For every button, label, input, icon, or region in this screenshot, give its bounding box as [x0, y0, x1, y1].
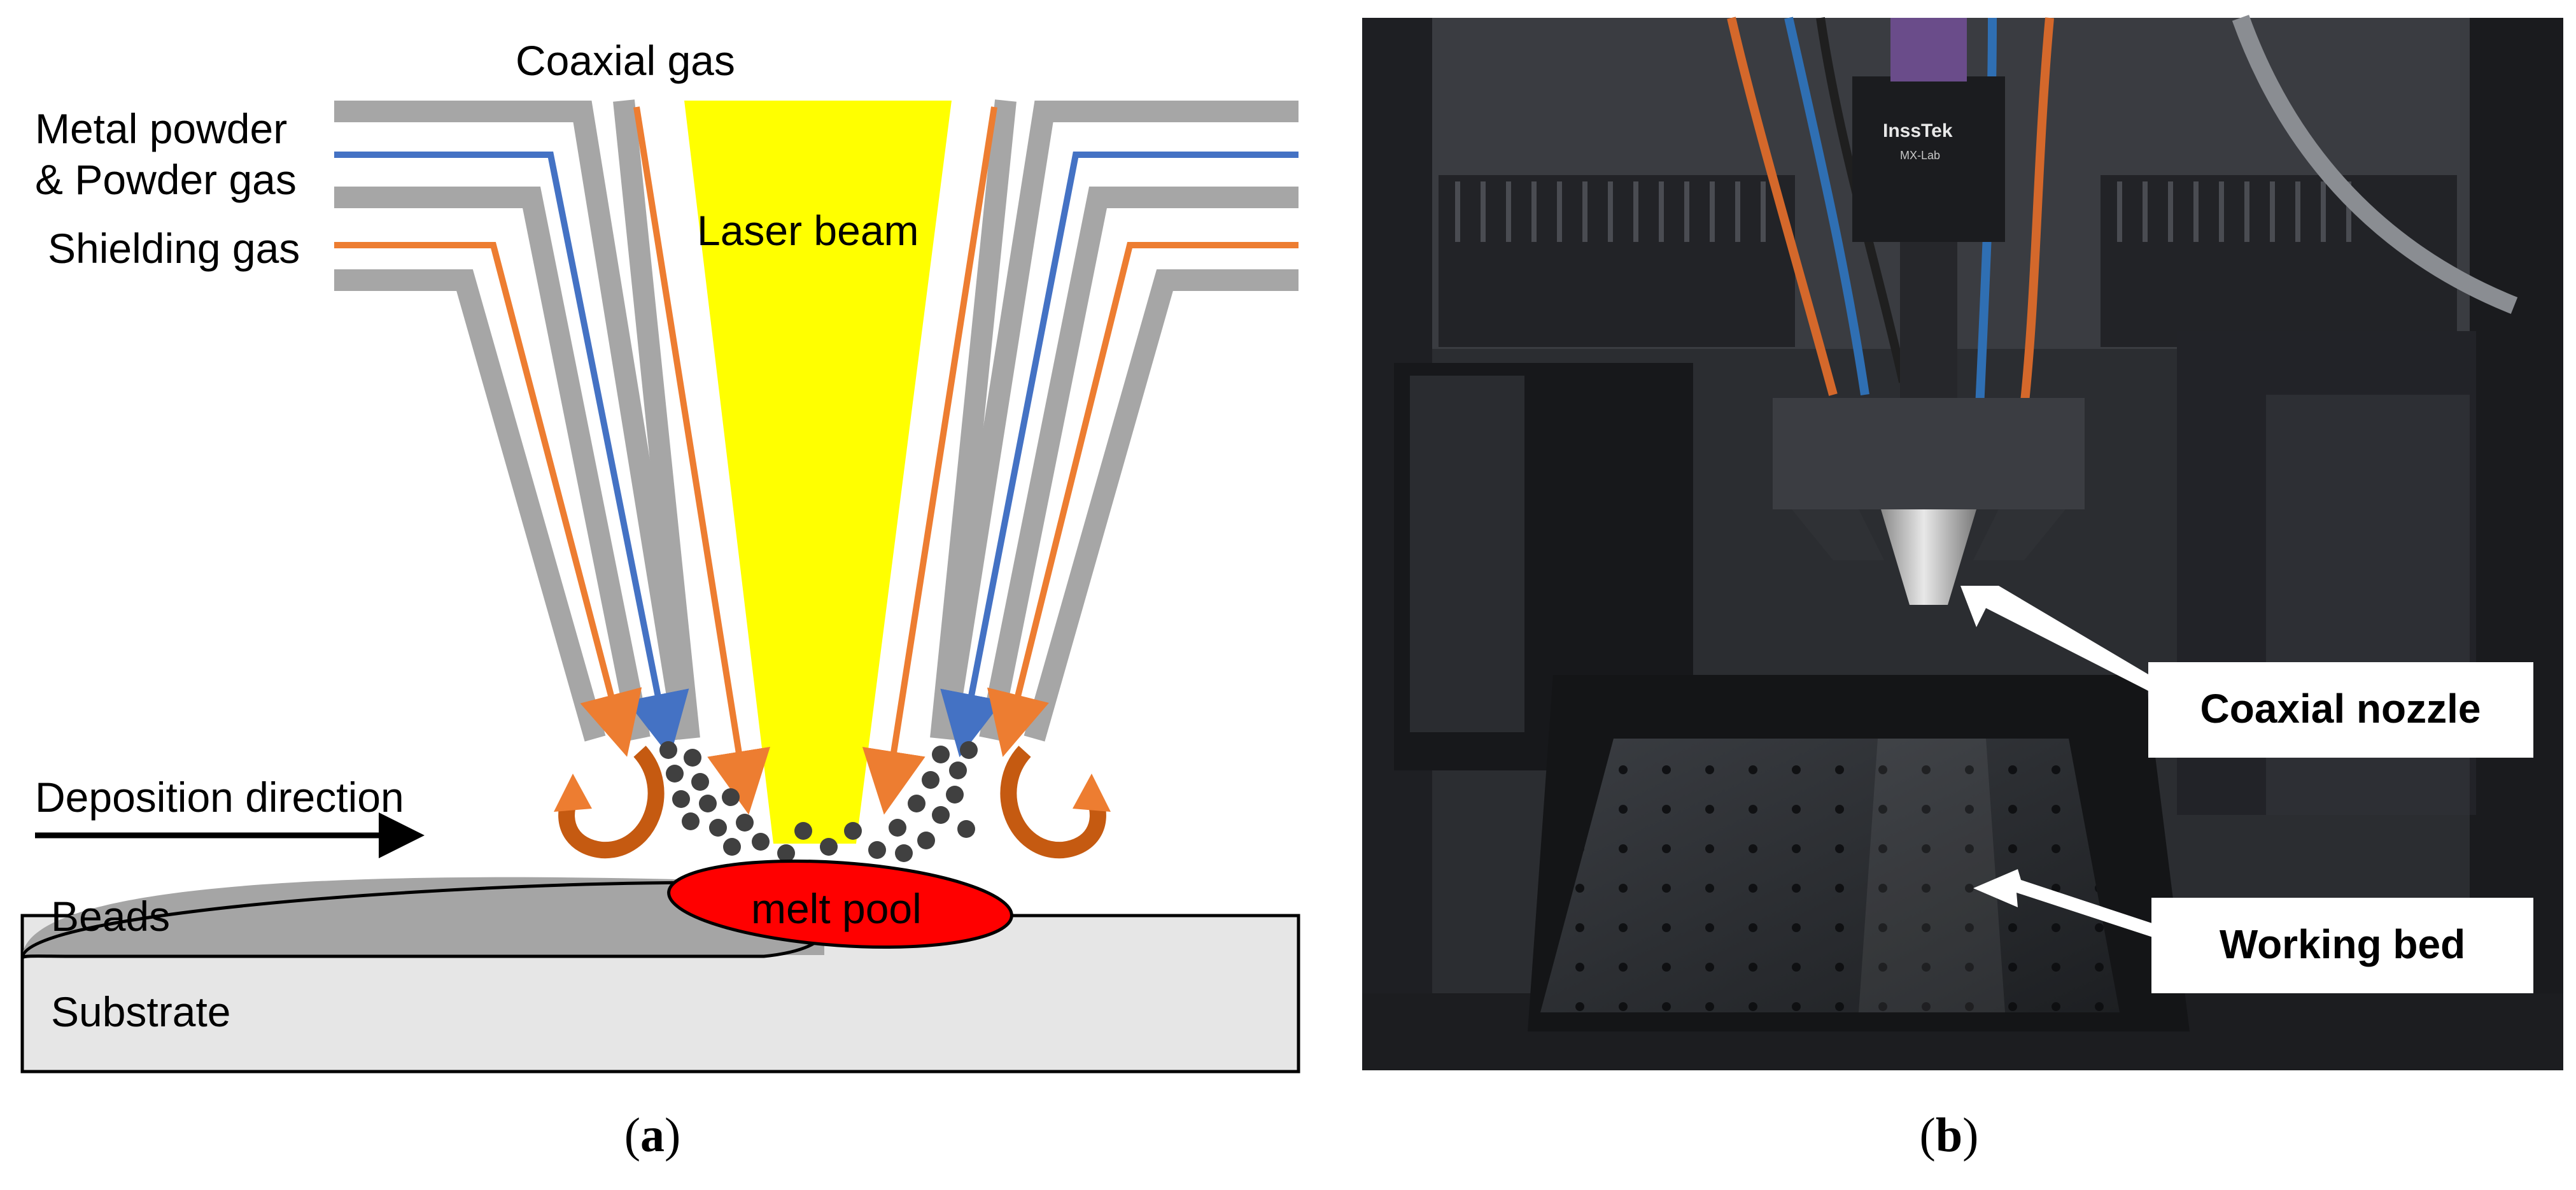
bed-callout-label: Working bed — [2220, 921, 2465, 967]
left-powder-line — [334, 152, 689, 758]
label-powder-gas: & Powder gas — [35, 156, 297, 203]
label-beads: Beads — [51, 893, 170, 940]
caption-a-open-paren: ( — [624, 1109, 640, 1162]
caption-b-open-paren: ( — [1919, 1109, 1936, 1162]
caption-a-letter: a — [640, 1109, 665, 1162]
nozzle-mount — [1773, 398, 2085, 509]
right-swirl-arrowhead — [1073, 774, 1111, 812]
nozzle-callout-arrow — [1960, 586, 2155, 691]
label-coaxial-gas: Coaxial gas — [516, 37, 735, 84]
right-powder-line — [940, 152, 1299, 758]
left-swirl-arrowhead — [554, 774, 592, 812]
right-coaxial-line — [862, 106, 997, 815]
nozzle-mount-right-arm — [1973, 509, 2066, 560]
caption-a: (a) — [624, 1108, 681, 1163]
left-heatsink-fins — [1455, 181, 1766, 242]
left-coaxial-line — [633, 106, 770, 815]
caption-b-close-paren: ) — [1962, 1109, 1979, 1162]
bed-callout-box — [2151, 898, 2533, 993]
panel-b-photo: InssTek MX-Lab Coaxial nozzle Working be… — [1362, 15, 2563, 1070]
chamber-frame-right — [2470, 18, 2563, 1070]
label-deposition-direction: Deposition direction — [35, 774, 404, 821]
caption-b-letter: b — [1935, 1109, 1963, 1162]
caption-b: (b) — [1920, 1108, 1979, 1163]
head-top-purple — [1890, 18, 1967, 81]
nozzle-mount-left-arm — [1792, 509, 1884, 560]
working-bed-holes — [1540, 739, 2120, 1012]
left-shielding-line — [334, 242, 642, 757]
panel-a-schematic: Coaxial gas Metal powder & Powder gas Sh… — [20, 37, 1300, 1073]
label-substrate: Substrate — [51, 988, 231, 1035]
label-laser-beam: Laser beam — [697, 207, 919, 254]
nozzle-callout-box — [2148, 662, 2533, 758]
brand-text: InssTek — [1883, 120, 1953, 141]
label-shielding-gas: Shielding gas — [48, 225, 300, 272]
label-metal-powder: Metal powder — [35, 105, 287, 152]
left-carriage-plate — [1410, 376, 1524, 732]
bed-callout-arrow — [1973, 869, 2158, 937]
nozzle-callout-label: Coaxial nozzle — [2200, 686, 2481, 732]
head-column — [1900, 242, 1957, 401]
laser-beam-cone — [684, 101, 952, 844]
right-heatsink — [2101, 175, 2457, 347]
tubes — [1727, 15, 2518, 408]
bed-reflection — [1859, 739, 2005, 1012]
head-top-block — [1852, 76, 2005, 242]
left-swirl-arrow — [558, 746, 665, 859]
right-shielding-line — [987, 242, 1299, 757]
left-heatsink — [1439, 175, 1795, 347]
right-heatsink-fins — [2117, 181, 2351, 242]
coaxial-nozzle-cone — [1881, 509, 1976, 605]
powder-particles — [659, 741, 978, 862]
left-nozzle-walls — [334, 99, 700, 742]
label-melt-pool: melt pool — [751, 885, 922, 932]
melt-pool-shape — [667, 859, 1013, 949]
caption-a-close-paren: ) — [665, 1109, 681, 1162]
right-nozzle-walls — [930, 99, 1299, 742]
model-text: MX-Lab — [1900, 149, 1940, 162]
right-swirl-arrow — [1000, 746, 1106, 859]
